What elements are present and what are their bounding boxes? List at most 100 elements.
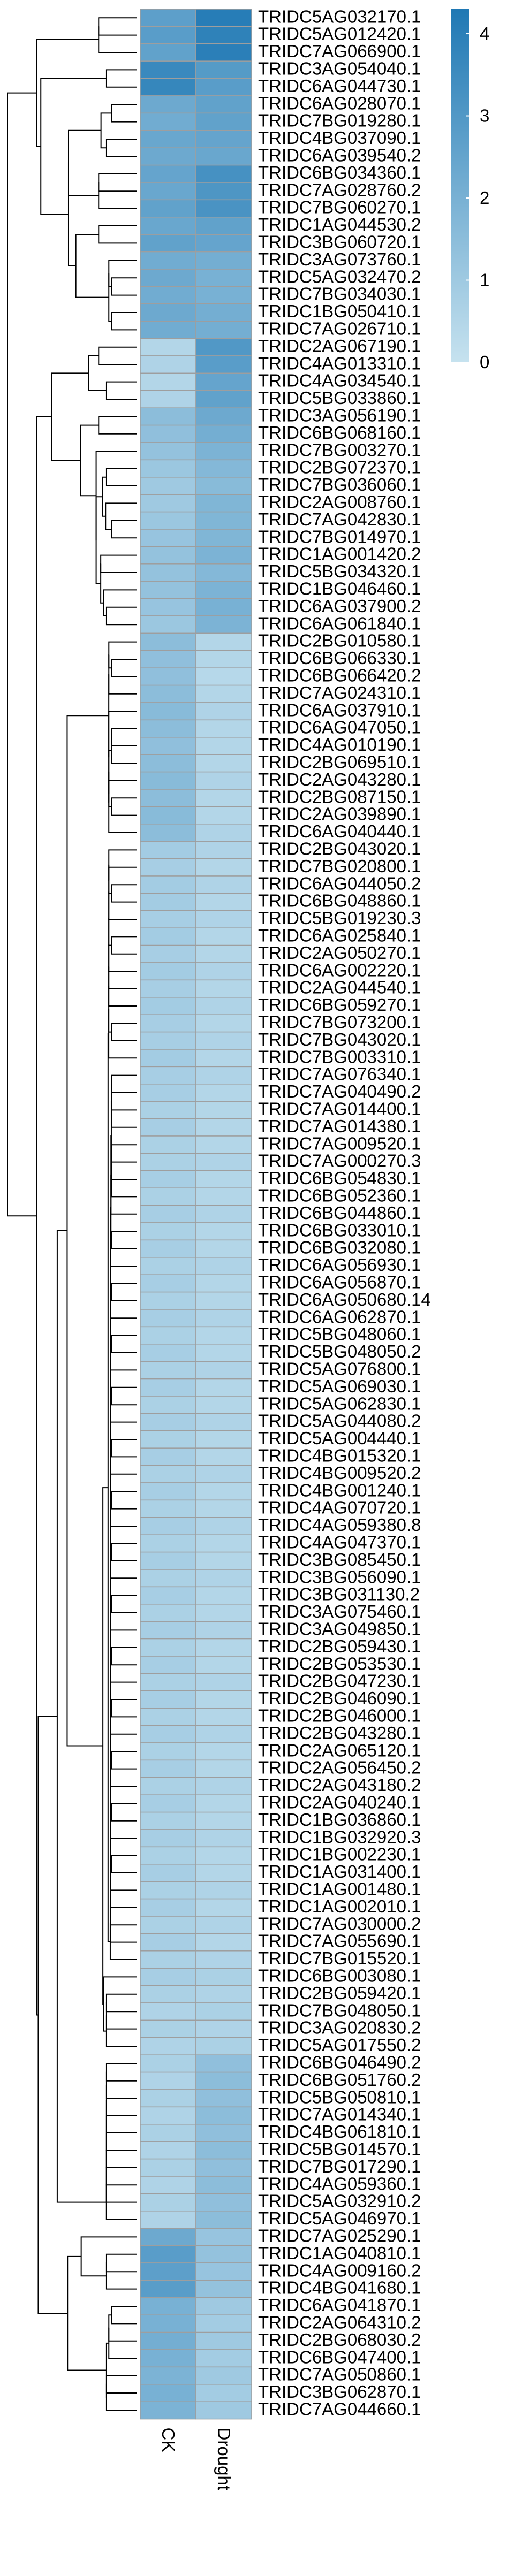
heatmap-cell bbox=[195, 2124, 252, 2142]
heatmap-cell bbox=[195, 1499, 252, 1518]
dendrogram-branch bbox=[51, 372, 89, 461]
heatmap-cell bbox=[195, 2089, 252, 2108]
heatmap-cell bbox=[140, 1187, 196, 1206]
heatmap-cell bbox=[195, 2071, 252, 2090]
dendrogram-branch bbox=[110, 1629, 137, 1683]
heatmap-cell bbox=[195, 1968, 252, 1986]
heatmap-cell bbox=[195, 1881, 252, 1900]
heatmap-cell bbox=[195, 1604, 252, 1622]
row-label: TRIDC5BG048050.2 bbox=[258, 1342, 421, 1361]
dendrogram-branch bbox=[105, 2262, 137, 2290]
heatmap-cell bbox=[195, 424, 252, 443]
heatmap-cell bbox=[140, 269, 196, 287]
row-label: TRIDC2BG059430.1 bbox=[258, 1636, 421, 1656]
heatmap-cell bbox=[195, 2037, 252, 2055]
heatmap-cell bbox=[140, 2262, 196, 2281]
row-label: TRIDC1BG002230.1 bbox=[258, 1845, 421, 1864]
heatmap-cell bbox=[140, 979, 196, 998]
dendrogram-branch bbox=[108, 849, 137, 881]
dendrogram-branch bbox=[109, 1904, 137, 1943]
heatmap-cell bbox=[195, 1621, 252, 1640]
heatmap-cell bbox=[140, 2297, 196, 2315]
heatmap-cell bbox=[140, 2002, 196, 2021]
dendrogram-branch bbox=[110, 1863, 137, 1908]
row-label: TRIDC7BG020800.1 bbox=[258, 856, 421, 876]
heatmap-cell bbox=[140, 2228, 196, 2246]
heatmap-cell bbox=[140, 2193, 196, 2212]
heatmap-cell bbox=[195, 1049, 252, 1068]
heatmap-cell bbox=[140, 26, 196, 44]
heatmap-cell bbox=[140, 632, 196, 651]
heatmap-cell bbox=[140, 303, 196, 322]
heatmap-cell bbox=[140, 251, 196, 270]
dendrogram-branch bbox=[111, 2306, 137, 2325]
heatmap-cell bbox=[195, 1690, 252, 1709]
row-label: TRIDC1AG040810.1 bbox=[258, 2243, 421, 2263]
heatmap-cell bbox=[140, 1257, 196, 1275]
dendrogram-branch bbox=[108, 711, 137, 803]
heatmap-cell bbox=[195, 615, 252, 634]
heatmap-cell bbox=[195, 1829, 252, 1848]
dendrogram-branch bbox=[111, 936, 137, 955]
heatmap-cell bbox=[195, 182, 252, 201]
dendrogram-branch bbox=[111, 1179, 137, 1198]
row-label: TRIDC5AG004440.1 bbox=[258, 1428, 421, 1448]
dendrogram-branch bbox=[98, 346, 137, 365]
heatmap-cell bbox=[195, 269, 252, 287]
heatmap-cell bbox=[195, 9, 252, 27]
heatmap-cell bbox=[195, 1153, 252, 1171]
heatmap-cell bbox=[140, 684, 196, 703]
heatmap-cell bbox=[140, 1933, 196, 1952]
row-label: TRIDC7AG014380.1 bbox=[258, 1116, 421, 1136]
dendrogram-branch bbox=[105, 1993, 137, 2013]
dendrogram-branch bbox=[111, 1439, 137, 1458]
heatmap-cell bbox=[140, 1378, 196, 1397]
row-label: TRIDC7AG040490.2 bbox=[258, 1081, 421, 1101]
dendrogram-branch bbox=[108, 2327, 137, 2359]
row-label: TRIDC6BG047400.1 bbox=[258, 2347, 421, 2367]
heatmap-cell bbox=[195, 979, 252, 998]
heatmap-cell bbox=[140, 390, 196, 408]
row-label: TRIDC4AG010190.1 bbox=[258, 735, 421, 754]
heatmap-cell bbox=[195, 2331, 252, 2350]
heatmap-cell bbox=[140, 2314, 196, 2333]
dendrogram-branch bbox=[103, 1976, 137, 2032]
heatmap-cell bbox=[140, 182, 196, 201]
heatmap-cell bbox=[195, 303, 252, 322]
heatmap-cell bbox=[195, 2054, 252, 2073]
dendrogram-branch bbox=[40, 78, 107, 215]
heatmap-cell bbox=[140, 875, 196, 894]
heatmap-cell bbox=[195, 927, 252, 946]
heatmap-cell bbox=[195, 581, 252, 599]
heatmap-cell bbox=[195, 1725, 252, 1743]
heatmap-cell bbox=[195, 1465, 252, 1483]
dendrogram-branch bbox=[102, 1487, 108, 2005]
heatmap-cell bbox=[140, 199, 196, 218]
dendrogram-branch bbox=[110, 1421, 137, 1475]
heatmap-cell bbox=[195, 1014, 252, 1033]
heatmap-cell bbox=[195, 2002, 252, 2021]
heatmap-cell bbox=[140, 1170, 196, 1188]
row-label: TRIDC2BG068030.2 bbox=[258, 2330, 421, 2350]
heatmap-cell bbox=[140, 407, 196, 426]
heatmap-cell bbox=[140, 43, 196, 62]
heatmap-cell bbox=[195, 2366, 252, 2385]
heatmap-cell bbox=[140, 217, 196, 235]
row-label: TRIDC4BG015320.1 bbox=[258, 1445, 421, 1465]
heatmap-cell bbox=[140, 2124, 196, 2142]
heatmap-cell bbox=[195, 477, 252, 495]
row-label: TRIDC7AG076340.1 bbox=[258, 1064, 421, 1084]
heatmap-cell bbox=[195, 2019, 252, 2038]
heatmap-cell bbox=[195, 754, 252, 773]
dendrogram-branch bbox=[111, 1144, 137, 1163]
heatmap-cell bbox=[195, 1933, 252, 1952]
dendrogram-branch bbox=[105, 381, 137, 400]
row-label: TRIDC7AG014400.1 bbox=[258, 1099, 421, 1118]
row-label: TRIDC6BG003080.1 bbox=[258, 1965, 421, 1985]
dendrogram-branch bbox=[56, 1230, 107, 2203]
heatmap-cell bbox=[140, 130, 196, 148]
row-label: TRIDC2AG050270.1 bbox=[258, 943, 421, 963]
heatmap-cell bbox=[140, 1430, 196, 1449]
heatmap-cell bbox=[195, 1551, 252, 1570]
heatmap-cell bbox=[195, 1066, 252, 1085]
